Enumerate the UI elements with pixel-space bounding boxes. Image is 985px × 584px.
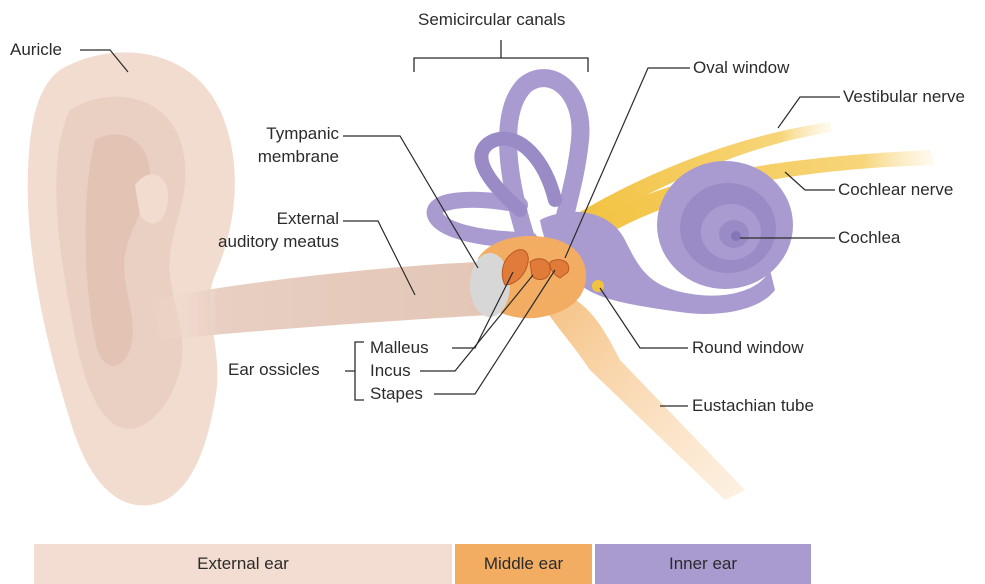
external-label-line2: auditory meatus: [200, 232, 339, 252]
malleus-label: Malleus: [370, 338, 429, 358]
auricle-label: Auricle: [10, 40, 62, 60]
oval-window-label: Oval window: [693, 58, 789, 78]
legend-inner-ear: Inner ear: [595, 544, 811, 584]
ossicles-bracket: [345, 342, 364, 400]
cochlear-nerve-label: Cochlear nerve: [838, 180, 953, 200]
cochlea-label: Cochlea: [838, 228, 900, 248]
legend-external-ear-label: External ear: [197, 554, 289, 573]
vestibular-leader: [778, 97, 840, 128]
external-label-line1: External: [200, 209, 339, 229]
auricle-shape: [28, 52, 235, 505]
eustachian-tube-shape: [540, 290, 745, 500]
tympanic-label-line1: Tympanic: [236, 124, 339, 144]
vestibular-nerve-label: Vestibular nerve: [843, 87, 965, 107]
legend-middle-ear: Middle ear: [455, 544, 592, 584]
semicircular-bracket: [414, 40, 588, 72]
eustachian-tube-label: Eustachian tube: [692, 396, 814, 416]
ear-ossicles-label: Ear ossicles: [228, 360, 320, 380]
round-window-label: Round window: [692, 338, 804, 358]
legend-external-ear: External ear: [34, 544, 452, 584]
tympanic-label-line2: membrane: [236, 147, 339, 167]
legend-inner-ear-label: Inner ear: [669, 554, 737, 573]
cochlea-shape: [657, 161, 793, 289]
semicircular-canals-label: Semicircular canals: [418, 10, 565, 30]
stapes-label: Stapes: [370, 384, 423, 404]
legend-middle-ear-label: Middle ear: [484, 554, 563, 573]
round-window-shape: [592, 280, 604, 292]
incus-label: Incus: [370, 361, 411, 381]
